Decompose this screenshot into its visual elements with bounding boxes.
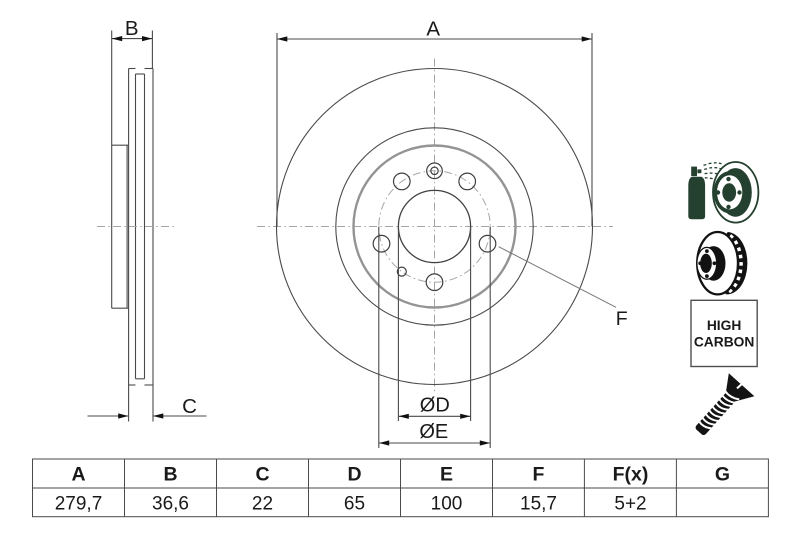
svg-text:C: C [255, 464, 269, 486]
svg-text:ØE: ØE [419, 421, 448, 443]
svg-text:22: 22 [252, 494, 273, 515]
svg-text:E: E [440, 464, 453, 486]
svg-text:F: F [616, 308, 628, 330]
svg-text:36,6: 36,6 [152, 494, 189, 515]
svg-text:ØD: ØD [420, 394, 450, 416]
svg-text:F: F [533, 464, 545, 486]
svg-text:CARBON: CARBON [694, 335, 755, 350]
svg-text:HIGH: HIGH [707, 318, 742, 333]
svg-text:A: A [71, 464, 85, 486]
svg-text:B: B [125, 17, 139, 40]
svg-text:65: 65 [344, 494, 365, 515]
svg-text:G: G [715, 464, 730, 486]
svg-text:5+2: 5+2 [614, 494, 646, 515]
svg-text:A: A [426, 18, 440, 41]
svg-text:100: 100 [431, 494, 463, 515]
svg-text:D: D [347, 464, 361, 486]
svg-text:F(x): F(x) [613, 464, 649, 486]
svg-text:279,7: 279,7 [55, 494, 103, 515]
svg-text:C: C [182, 395, 197, 418]
svg-text:B: B [163, 464, 177, 486]
svg-text:15,7: 15,7 [520, 494, 557, 515]
